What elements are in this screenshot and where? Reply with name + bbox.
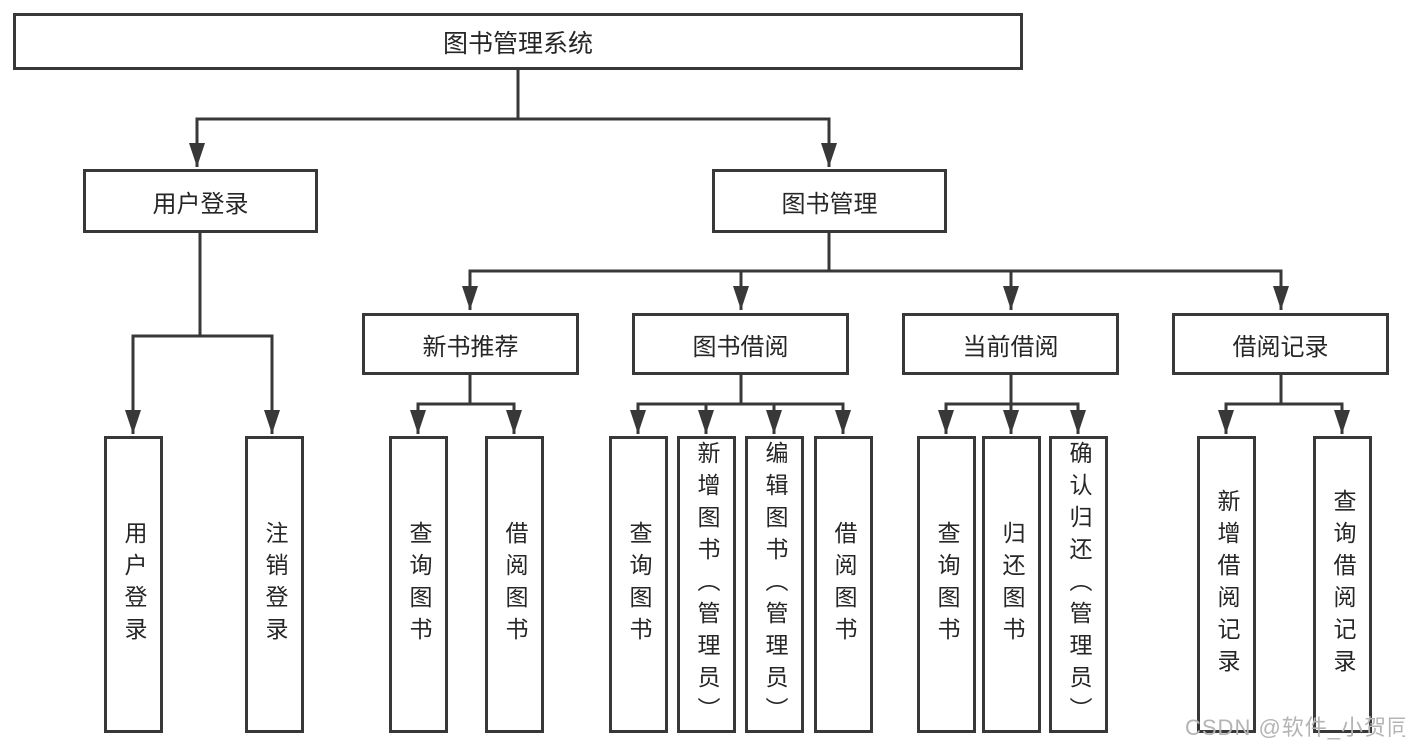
node-current-borrow: 当前借阅 xyxy=(902,313,1119,375)
node-root-label: 图书管理系统 xyxy=(442,29,593,58)
leaf-label: 查询图书 xyxy=(934,520,960,649)
leaf-label: 确认归还（管理员） xyxy=(1066,440,1092,729)
leaf-label: 借阅图书 xyxy=(502,520,528,649)
node-label: 当前借阅 xyxy=(962,333,1059,361)
node-label: 图书管理 xyxy=(781,190,878,218)
leaf-confirm-return-admin: 确认归还（管理员） xyxy=(1049,436,1108,733)
leaf-label: 查询图书 xyxy=(406,520,432,649)
leaf-add-book-admin: 新增图书（管理员） xyxy=(677,436,736,733)
connector-group xyxy=(125,69,1350,434)
node-borrow-records: 借阅记录 xyxy=(1172,313,1389,375)
node-user-login: 用户登录 xyxy=(83,169,318,233)
leaf-query-books-3: 查询图书 xyxy=(917,436,976,733)
node-root: 图书管理系统 xyxy=(13,13,1023,70)
leaf-return-books: 归还图书 xyxy=(982,436,1041,733)
node-book-borrow: 图书借阅 xyxy=(632,313,849,375)
leaf-label: 查询借阅记录 xyxy=(1330,488,1356,681)
leaf-edit-book-admin: 编辑图书（管理员） xyxy=(745,436,804,733)
node-new-book-recommend: 新书推荐 xyxy=(362,313,579,375)
leaf-query-borrow-record: 查询借阅记录 xyxy=(1313,436,1372,733)
node-label: 新书推荐 xyxy=(422,333,519,361)
leaf-label: 新增借阅记录 xyxy=(1214,488,1240,681)
csdn-watermark: CSDN @软件_小贺同学 xyxy=(1185,715,1405,740)
leaf-label: 用户登录 xyxy=(121,520,147,649)
leaf-label: 归还图书 xyxy=(999,520,1025,649)
leaf-label: 编辑图书（管理员） xyxy=(762,440,788,729)
leaf-add-borrow-record: 新增借阅记录 xyxy=(1197,436,1256,733)
leaf-label: 新增图书（管理员） xyxy=(694,440,720,729)
leaf-query-books-1: 查询图书 xyxy=(389,436,448,733)
leaf-borrow-books-2: 借阅图书 xyxy=(814,436,873,733)
node-label: 借阅记录 xyxy=(1232,333,1329,361)
leaf-logout-login: 注销登录 xyxy=(245,436,304,733)
node-label: 用户登录 xyxy=(152,190,249,218)
leaf-query-books-2: 查询图书 xyxy=(609,436,668,733)
leaf-user-login: 用户登录 xyxy=(104,436,163,733)
leaf-label: 借阅图书 xyxy=(831,520,857,649)
leaf-label: 注销登录 xyxy=(262,520,288,649)
node-label: 图书借阅 xyxy=(692,333,789,361)
leaf-borrow-books-1: 借阅图书 xyxy=(485,436,544,733)
node-book-management: 图书管理 xyxy=(712,169,947,233)
leaf-label: 查询图书 xyxy=(626,520,652,649)
